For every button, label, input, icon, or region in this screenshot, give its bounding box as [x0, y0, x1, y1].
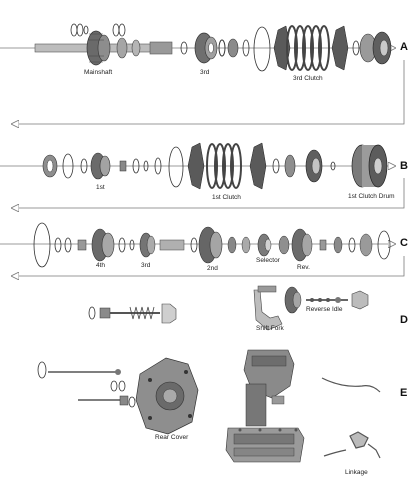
- row-c-return-line: [12, 256, 405, 276]
- section-label-b: B: [400, 160, 408, 172]
- first-clutch-drum-part: [351, 144, 388, 188]
- linkage-part: [321, 377, 381, 459]
- first-clutch-pack: [187, 142, 267, 190]
- label-first-clutch-drum: 1st Clutch Drum: [348, 193, 395, 200]
- label-shift-fork: Shift Fork: [256, 325, 284, 332]
- label-third-clutch: 3rd Clutch: [293, 75, 323, 82]
- reverse-gear-part: [291, 228, 313, 262]
- row-a-parts: [34, 23, 392, 72]
- section-label-d: D: [400, 314, 408, 326]
- row-c-parts: [33, 222, 391, 268]
- label-selector: Selector: [256, 257, 280, 264]
- label-first: 1st: [96, 184, 105, 191]
- row-d-parts: [88, 285, 369, 331]
- label-rev: Rev.: [297, 264, 310, 271]
- label-fourth: 4th: [96, 262, 106, 269]
- third-clutch-drum: [359, 31, 392, 65]
- third-gear-part: [194, 32, 218, 64]
- label-reverse-idle: Reverse Idle: [306, 306, 343, 313]
- label-second: 2nd: [207, 265, 218, 272]
- mainshaft-rings: [70, 23, 126, 37]
- section-label-c: C: [400, 237, 408, 249]
- fourth-gear-part: [91, 228, 115, 262]
- mainshaft-part: [34, 30, 173, 66]
- c-third-gear-part: [139, 232, 156, 258]
- valve-body-assembly: [225, 349, 305, 463]
- section-label-e: E: [400, 387, 408, 399]
- label-c-third: 3rd: [141, 262, 151, 269]
- first-gear-part: [90, 152, 111, 180]
- reverse-idle-part: [284, 286, 369, 314]
- row-b-return-line: [12, 178, 405, 208]
- second-gear-part: [198, 226, 223, 264]
- label-mainshaft: Mainshaft: [84, 69, 113, 76]
- rear-cover-part: [135, 357, 199, 435]
- third-clutch-pack: [273, 25, 349, 71]
- label-linkage: Linkage: [345, 469, 368, 476]
- label-rear-cover: Rear Cover: [155, 434, 189, 441]
- row-a-return-line: [12, 60, 405, 124]
- row-b-parts: [42, 142, 388, 190]
- section-label-a: A: [400, 41, 408, 53]
- selector-part: [257, 233, 272, 257]
- label-first-clutch: 1st Clutch: [212, 194, 241, 201]
- label-third: 3rd: [200, 69, 210, 76]
- shift-fork-part: [253, 285, 283, 331]
- row-e-parts: [37, 349, 381, 463]
